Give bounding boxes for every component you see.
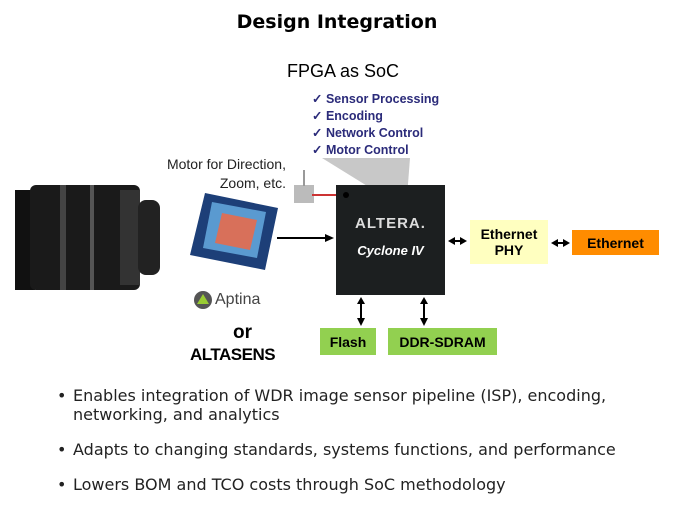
motor-image bbox=[294, 170, 336, 203]
ethernet-block: Ethernet bbox=[572, 230, 659, 255]
flash-block: Flash bbox=[320, 328, 376, 355]
motor-label-line2: Zoom, etc. bbox=[219, 175, 286, 191]
image-sensor-chip bbox=[190, 193, 278, 270]
checklist-item: ✓ Motor Control bbox=[312, 143, 409, 157]
connection-arrows bbox=[277, 234, 570, 326]
fpga-chip bbox=[336, 185, 445, 295]
bullet-item: •Adapts to changing standards, systems f… bbox=[57, 440, 616, 459]
diagram-graphics bbox=[15, 158, 570, 326]
checklist-item: ✓ Encoding bbox=[312, 109, 383, 123]
altera-logo: ALTERA. bbox=[355, 215, 426, 232]
ethernet-phy-block: Ethernet PHY bbox=[470, 220, 548, 264]
altasens-logo: ALTASENS bbox=[190, 345, 276, 364]
slide-title: Design Integration bbox=[236, 11, 438, 33]
checklist-item: ✓ Network Control bbox=[312, 126, 424, 140]
bullet-item: •Enables integration of WDR image sensor… bbox=[57, 386, 607, 424]
or-label: or bbox=[233, 322, 252, 343]
cyclone-iv-logo: Cyclone IV bbox=[357, 243, 424, 258]
diagram-subtitle: FPGA as SoC bbox=[286, 61, 400, 81]
aptina-logo: Aptina bbox=[215, 291, 261, 308]
camera-lens-image bbox=[15, 185, 160, 290]
ddr-sdram-block: DDR-SDRAM bbox=[388, 328, 497, 355]
bullet-item: •Lowers BOM and TCO costs through SoC me… bbox=[57, 475, 506, 494]
checklist-item: ✓ Sensor Processing bbox=[312, 92, 440, 106]
motor-label-line1: Motor for Direction, bbox=[166, 156, 286, 172]
